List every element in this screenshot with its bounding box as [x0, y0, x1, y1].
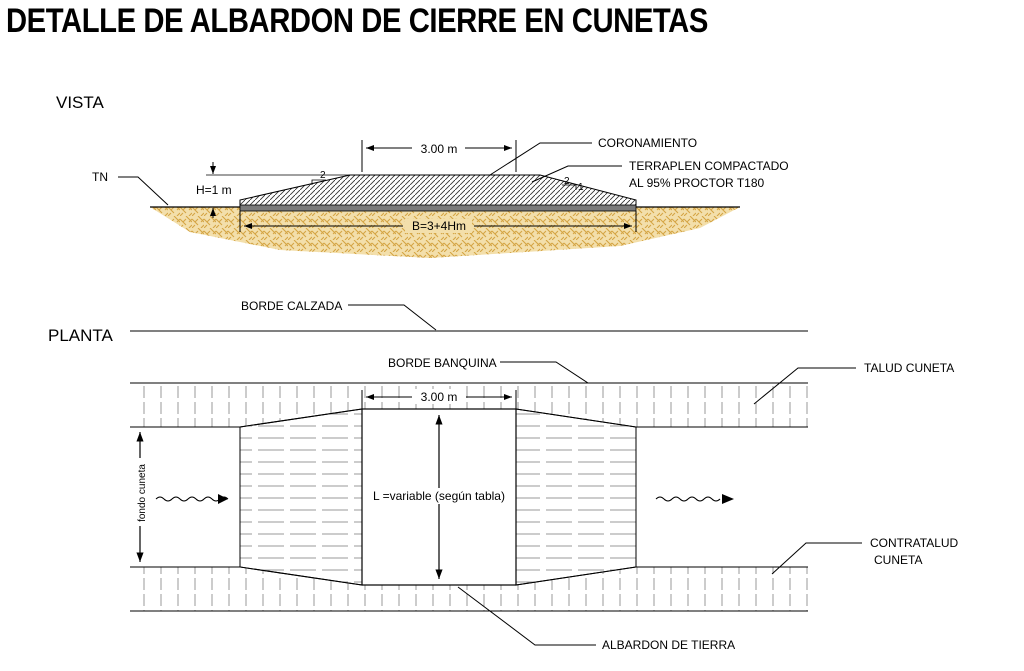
length-label: L =variable (según tabla) [373, 489, 505, 503]
contratalud-callout: CONTRATALUD CUNETA [771, 536, 959, 575]
vista-base-dimension: B=3+4Hm [239, 211, 637, 233]
vista-height: H=1 m [196, 183, 232, 197]
slope-run-right: 2 [564, 176, 570, 187]
contratalud-line2: CUNETA [874, 553, 922, 567]
terraplen-callout: TERRAPLEN COMPACTADO AL 95% PROCTOR T180 [531, 159, 789, 190]
vista-base-width: B=3+4Hm [412, 219, 466, 233]
flow-arrow-out [655, 494, 734, 504]
length-dimension: L =variable (según tabla) [373, 415, 505, 579]
fondo-cuneta-label: fondo cuneta [137, 464, 148, 522]
coronamiento-callout: CORONAMIENTO [489, 136, 697, 176]
borde-banquina-callout: BORDE BANQUINA [388, 356, 589, 384]
contratalud-strip [130, 566, 810, 612]
albardon-label: ALBARDON DE TIERRA [602, 638, 735, 652]
vista-height-dimension: H=1 m [196, 162, 352, 218]
borde-calzada-callout: BORDE CALZADA [241, 299, 437, 331]
vista-embankment [239, 174, 637, 212]
slope-run-left: 2 [320, 170, 326, 181]
slope-mark-left: 2 [311, 170, 326, 185]
vista-crown-dimension: 3.00 m [361, 140, 517, 172]
slope-rise-right: 1 [578, 182, 584, 193]
fondo-cuneta-dimension: fondo cuneta [131, 426, 155, 568]
planta-crown-dimension: 3.00 m [361, 389, 517, 409]
flow-arrow-in [155, 494, 229, 504]
contratalud-line1: CONTRATALUD [870, 536, 959, 550]
talud-cuneta-callout: TALUD CUNETA [753, 361, 954, 405]
borde-calzada-label: BORDE CALZADA [241, 299, 342, 313]
slope-mark-right: 2 1 [562, 176, 584, 193]
talud-cuneta-label: TALUD CUNETA [864, 361, 954, 375]
planta-crown-width: 3.00 m [421, 390, 458, 404]
terraplen-line2: AL 95% PROCTOR T180 [629, 176, 764, 190]
vista-heading: VISTA [56, 93, 105, 112]
tn-callout: TN [92, 170, 169, 206]
terraplen-line1: TERRAPLEN COMPACTADO [629, 159, 789, 173]
tn-label: TN [92, 170, 108, 184]
drawing-title: DETALLE DE ALBARDON DE CIERRE EN CUNETAS [6, 2, 708, 40]
albardon-callout: ALBARDON DE TIERRA [457, 586, 735, 652]
borde-banquina-label: BORDE BANQUINA [388, 356, 497, 370]
planta-heading: PLANTA [48, 326, 114, 345]
vista-crown-width: 3.00 m [421, 142, 458, 156]
coronamiento-label: CORONAMIENTO [598, 136, 697, 150]
